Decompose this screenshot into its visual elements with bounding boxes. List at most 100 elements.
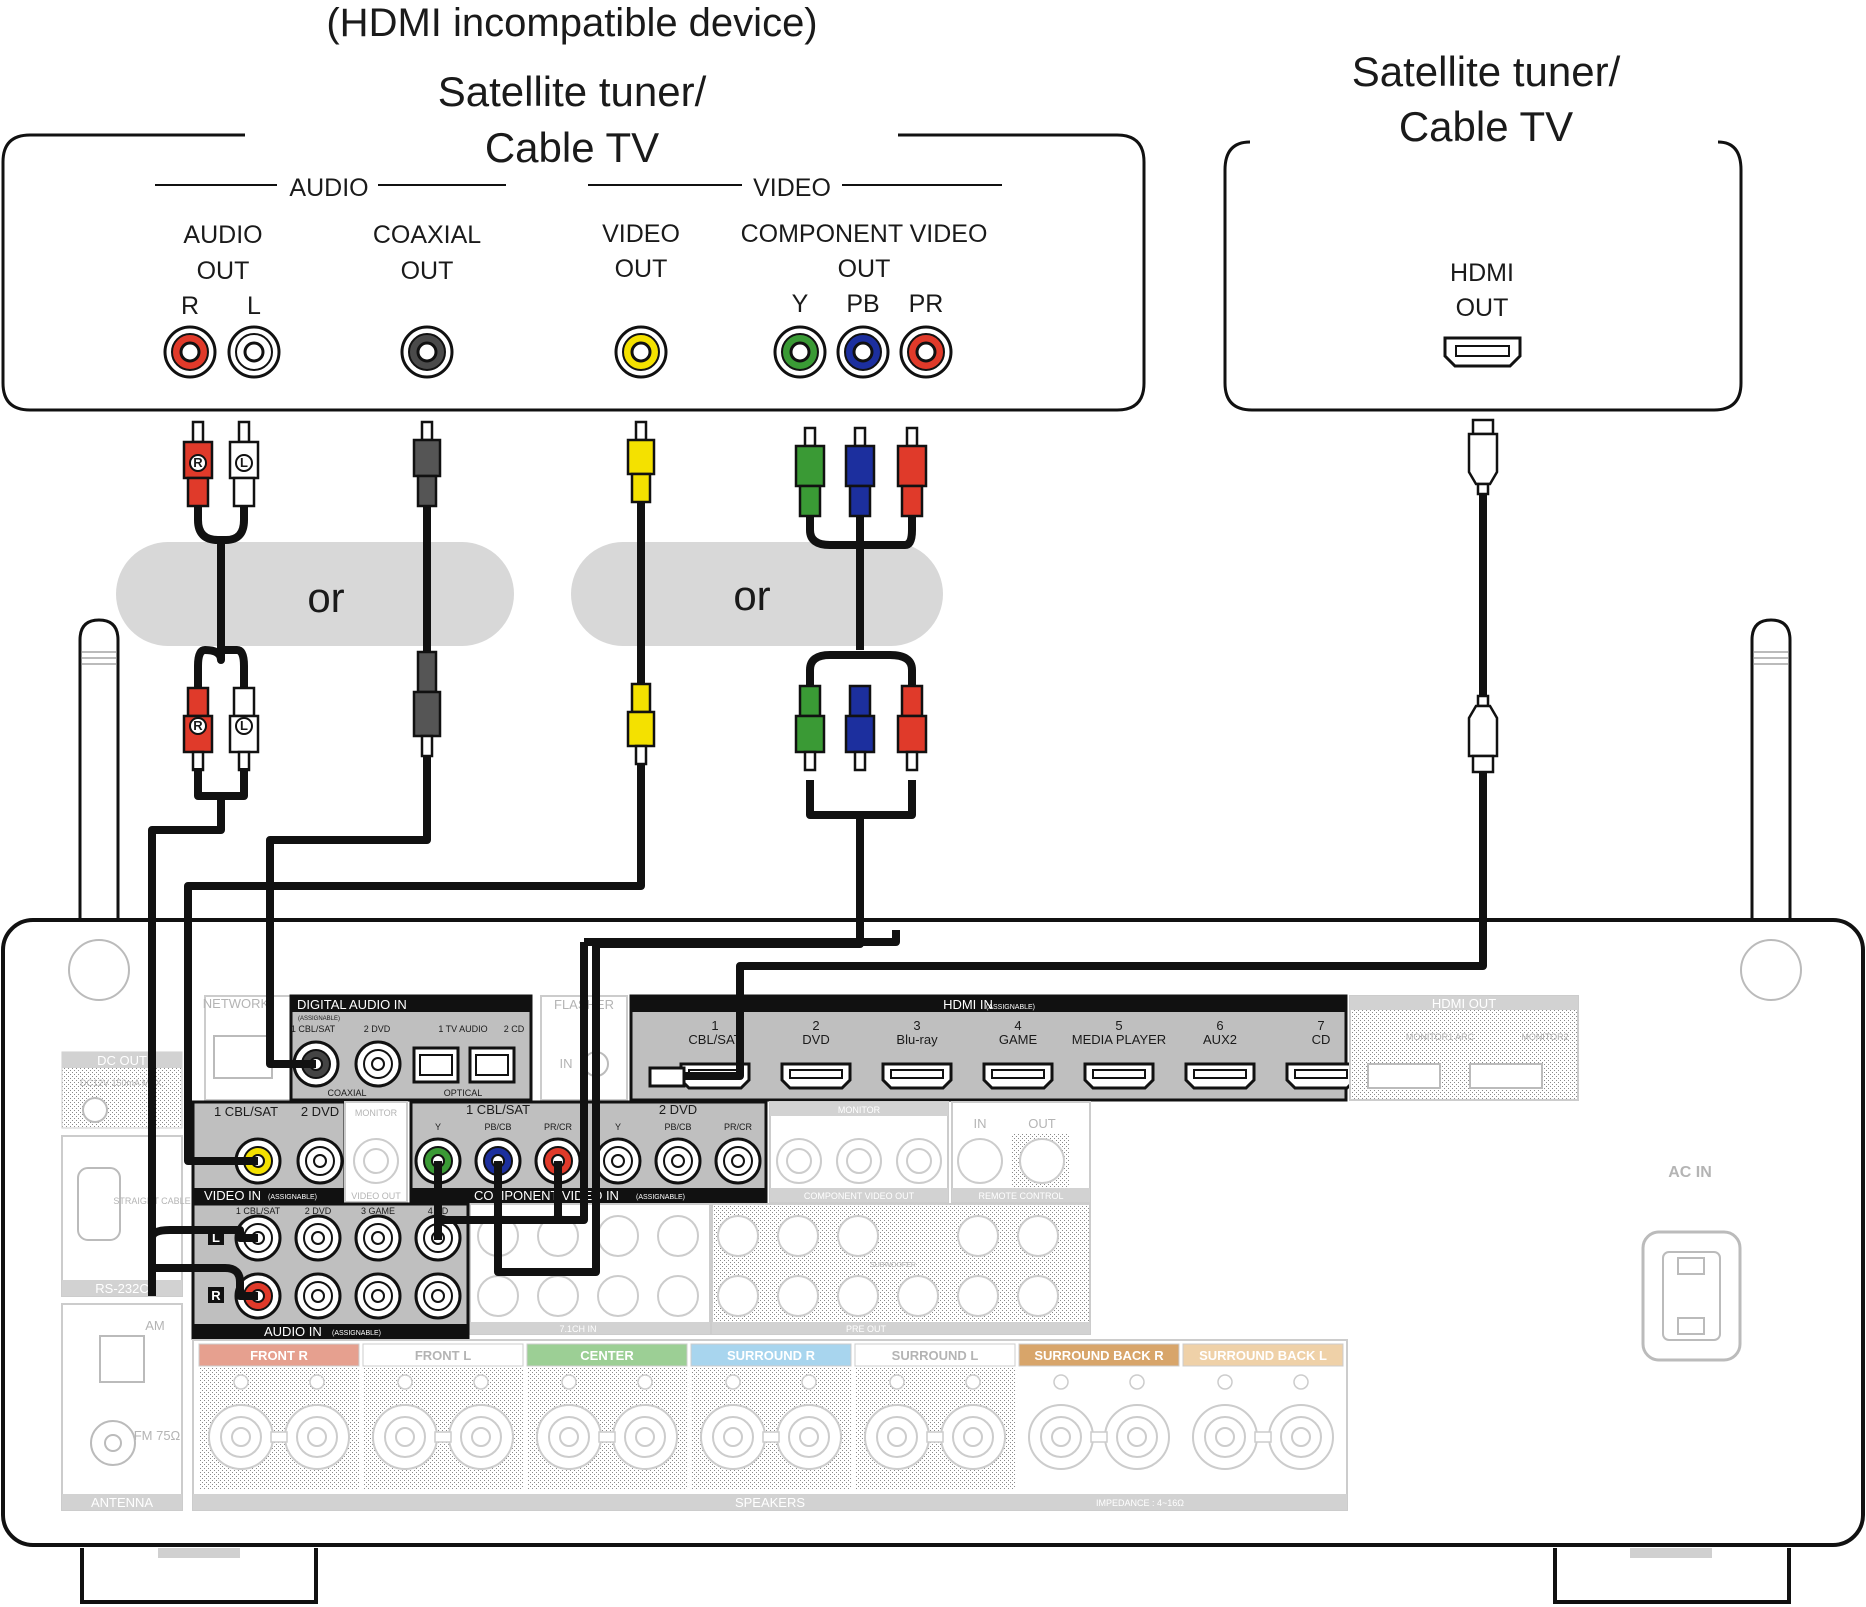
digital-assignable: (ASSIGNABLE)	[298, 1016, 340, 1022]
ac-in-label: AC IN	[1668, 1164, 1712, 1181]
audio-out-r-jack	[163, 325, 217, 379]
component-video-out-label: COMPONENT VIDEO OUT	[804, 1191, 915, 1201]
coaxial-in-label: COAXIAL	[327, 1088, 366, 1098]
comp-in-2-pr: PR/CR	[724, 1122, 753, 1132]
receiver-body: NETWORK DC OUT DC12V 150mA MAX. STRAIGHT…	[1, 618, 1865, 1604]
video-in-2-label: 2 DVD	[301, 1104, 339, 1119]
rs232c-port-icon	[77, 1167, 121, 1241]
speaker-group-header	[362, 1343, 524, 1367]
left-device-title-line2: Cable TV	[485, 124, 659, 171]
cables-receiver-side	[148, 756, 1487, 1300]
audio-group-label: AUDIO	[289, 174, 368, 202]
antenna-label: ANTENNA	[91, 1495, 153, 1510]
speaker-group-label: SURROUND BACK R	[1034, 1348, 1164, 1363]
or-bubble-audio	[116, 542, 514, 646]
monitor-video-label: MONITOR	[355, 1108, 398, 1118]
video-group-label: VIDEO	[753, 174, 831, 202]
component-y-label: Y	[792, 290, 809, 318]
antenna-right-icon	[1740, 618, 1802, 1001]
hdmi-in-port-name: DVD	[802, 1032, 829, 1047]
hdmi-in-port-number: 6	[1216, 1018, 1223, 1033]
dc-out-jack	[82, 1097, 108, 1123]
monitor-component-label: MONITOR	[838, 1105, 881, 1115]
speaker-group-label: SURROUND L	[892, 1348, 979, 1363]
video-out-jack	[614, 325, 668, 379]
remote-out-jack	[1019, 1138, 1065, 1184]
audio-in-2-label: 2 DVD	[305, 1206, 332, 1216]
dc-out-label: DC OUT	[97, 1053, 147, 1068]
hdmi-in-1-plug	[648, 1066, 686, 1088]
component-in-1-label: 1 CBL/SAT	[466, 1102, 530, 1117]
flasher-in-label: IN	[560, 1056, 573, 1071]
audio-out-label-line1: AUDIO	[183, 221, 262, 249]
hdmi-in-assignable: (ASSIGNABLE)	[986, 1004, 1035, 1011]
coaxial-plug-top	[412, 420, 442, 508]
or-label-video: or	[733, 572, 770, 619]
speaker-group-header	[690, 1343, 852, 1367]
component-plugs-bottom	[794, 684, 928, 772]
component-pb-label: PB	[846, 290, 879, 318]
right-device-title-line1: Satellite tuner/	[1352, 48, 1621, 95]
right-device-title-line2: Cable TV	[1399, 103, 1573, 150]
audio-in-1-label: 1 CBL/SAT	[236, 1206, 281, 1216]
or-bubble-video	[571, 542, 943, 646]
digital-audio-in-label: DIGITAL AUDIO IN	[297, 997, 407, 1012]
audio-in-assignable: (ASSIGNABLE)	[332, 1330, 381, 1337]
coaxial-out-label-line2: OUT	[401, 257, 454, 285]
video-in-label: VIDEO IN	[204, 1188, 261, 1203]
hdmi-out-port	[1443, 336, 1522, 368]
digital-port-tv-label: 1 TV AUDIO	[438, 1024, 487, 1034]
digital-port-1-label: 1 CBL/SAT	[291, 1024, 336, 1034]
hdmi-in-port-number: 2	[812, 1018, 819, 1033]
hdmi-out-label-line1: HDMI	[1450, 259, 1514, 287]
hdmi-in-port-number: 3	[913, 1018, 920, 1033]
hdmi-in-port-name: AUX2	[1203, 1032, 1237, 1047]
audio-out-label-line2: OUT	[197, 257, 250, 285]
digital-port-cd-label: 2 CD	[504, 1024, 525, 1034]
speaker-group-header	[526, 1343, 688, 1367]
hdmi-out-monitor1-port	[1367, 1063, 1441, 1089]
hdmi-in-port-name: MEDIA PLAYER	[1072, 1032, 1166, 1047]
audio-plug-l-bottom: L	[228, 686, 260, 772]
hdmi-in-port-name: CBL/SAT	[688, 1032, 741, 1047]
am-terminal-icon	[99, 1335, 145, 1383]
component-in-2-label: 2 DVD	[659, 1102, 697, 1117]
or-label-audio: or	[307, 574, 344, 621]
component-out-label-line2: OUT	[838, 255, 891, 283]
video-plug-top	[626, 420, 656, 504]
hdmi-out-label-line2: OUT	[1456, 294, 1509, 322]
component-pr-label: PR	[909, 290, 944, 318]
component-out-label-line1: COMPONENT VIDEO	[741, 220, 988, 248]
cables-source-side	[194, 493, 1487, 700]
hdmi-in-port-number: 1	[711, 1018, 718, 1033]
video-in-jack-2	[296, 1137, 344, 1185]
audio-in-other-jacks	[294, 1214, 462, 1320]
antenna-left-icon	[68, 618, 130, 1001]
network-port-icon	[213, 1035, 273, 1079]
speaker-group-label: CENTER	[580, 1348, 634, 1363]
coaxial-plug-bottom	[412, 650, 442, 758]
hdmi-plug-bottom	[1467, 694, 1499, 774]
ch71-in-jacks	[477, 1215, 699, 1317]
hdmi-in-port-number: 5	[1115, 1018, 1122, 1033]
hdmi-out-monitor2-port	[1469, 1063, 1543, 1089]
audio-in-3-label: 3 GAME	[361, 1206, 395, 1216]
hdmi-in-port-number: 4	[1014, 1018, 1021, 1033]
hdmi-in-port-number: 7	[1317, 1018, 1324, 1033]
audio-l-label: L	[247, 292, 261, 320]
speaker-group-label: SURROUND R	[727, 1348, 816, 1363]
audio-in-l-marker: L	[212, 1230, 220, 1245]
plug-r-letter: R	[193, 455, 203, 470]
speaker-group-label: SURROUND BACK L	[1199, 1348, 1327, 1363]
audio-in-label: AUDIO IN	[264, 1324, 322, 1339]
audio-out-l-jack	[227, 325, 281, 379]
speaker-group-header	[198, 1343, 360, 1367]
comp-in-2-pb: PB/CB	[664, 1122, 691, 1132]
component-in-assignable: (ASSIGNABLE)	[636, 1194, 685, 1201]
speaker-group-header	[1182, 1343, 1344, 1367]
am-label: AM	[145, 1318, 165, 1333]
impedance-label: IMPEDANCE : 4~16Ω	[1096, 1498, 1184, 1508]
monitor2-label: MONITOR2	[1521, 1032, 1568, 1042]
